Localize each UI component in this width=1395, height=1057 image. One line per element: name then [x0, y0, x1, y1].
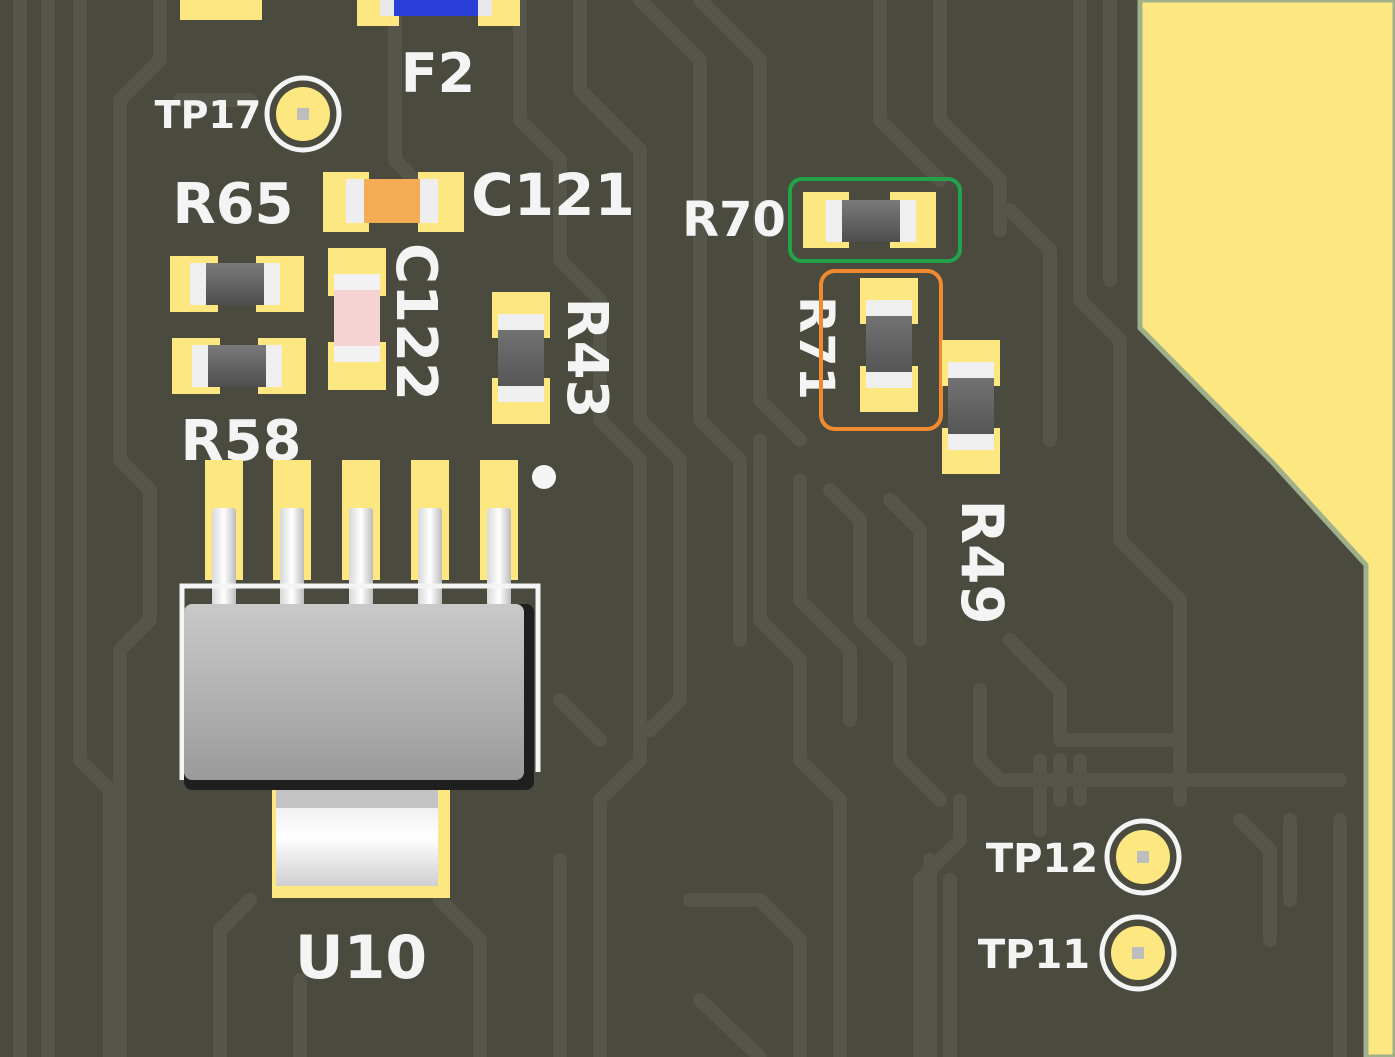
resistor-r70[interactable]: [803, 192, 936, 248]
u10-lead-2: [280, 508, 304, 606]
tp17-label: TP17: [155, 93, 262, 137]
capacitor-c121[interactable]: [323, 172, 464, 232]
r70-highlight-box: [788, 177, 962, 263]
r70-label: R70: [682, 192, 786, 248]
resistor-r71[interactable]: [860, 278, 918, 412]
r65-term-left: [190, 263, 206, 305]
r49-term-top: [948, 362, 994, 378]
r49-label: R49: [948, 499, 1016, 624]
r65-body: [190, 263, 280, 305]
r71-label: R71: [788, 296, 844, 400]
f2-label: F2: [401, 42, 475, 105]
r71-body: [866, 300, 912, 388]
u10-lead-5: [487, 508, 511, 606]
tp11-via: [1132, 947, 1144, 959]
c121-term-left: [346, 179, 364, 223]
r43-term-bottom: [498, 386, 544, 402]
f2-body: [380, 0, 492, 16]
c122-body: [334, 274, 380, 362]
u10-lead-3: [349, 508, 373, 606]
capacitor-c122[interactable]: [328, 248, 386, 390]
r58-body: [192, 345, 282, 387]
testpoint-tp11[interactable]: [1099, 914, 1177, 992]
c121-label: C121: [471, 161, 635, 229]
c122-label: C122: [383, 243, 448, 401]
r71-term-bottom: [866, 372, 912, 388]
tp11-label: TP11: [978, 932, 1090, 978]
c122-term-bottom: [334, 346, 380, 362]
resistor-r58[interactable]: [172, 338, 306, 394]
r70-term-left: [826, 200, 842, 242]
resistor-r65[interactable]: [170, 256, 304, 312]
r43-label: R43: [554, 297, 619, 418]
tp12-via: [1137, 851, 1149, 863]
tp17-via: [297, 108, 309, 120]
r71-term-top: [866, 300, 912, 316]
u10-lead-1: [212, 508, 236, 606]
r49-body: [948, 362, 994, 450]
c122-term-top: [334, 274, 380, 290]
r49-term-bottom: [948, 434, 994, 450]
r43-body: [498, 314, 544, 402]
testpoint-tp17[interactable]: [264, 75, 342, 153]
tp17-ring: [264, 75, 342, 153]
resistor-r43[interactable]: [492, 292, 550, 424]
fuse-f2[interactable]: [357, 0, 520, 26]
tp12-ring: [1104, 818, 1182, 896]
resistor-r49[interactable]: [942, 340, 1000, 474]
pin1-marker: [532, 465, 556, 489]
ic-u10[interactable]: [179, 460, 541, 898]
u10-tab-shade: [276, 790, 438, 808]
u10-label: U10: [295, 923, 427, 993]
u10-lead-4: [418, 508, 442, 606]
u10-body-top: [184, 604, 524, 780]
r58-term-left: [192, 345, 208, 387]
r65-term-right: [264, 263, 280, 305]
testpoint-tp12[interactable]: [1104, 818, 1182, 896]
copper-pour: [1137, 0, 1395, 1057]
tp11-ring: [1099, 914, 1177, 992]
copper-traces: [13, 0, 1347, 1057]
pad-top-left: [180, 0, 262, 20]
r65-label: R65: [172, 172, 293, 237]
f2-cap-left: [380, 0, 394, 16]
tp12-label: TP12: [986, 836, 1098, 882]
r70-body: [826, 200, 916, 242]
r71-highlight-box: [819, 269, 943, 431]
r43-term-top: [498, 314, 544, 330]
c121-term-right: [420, 179, 438, 223]
c121-body: [346, 179, 438, 223]
r58-term-right: [266, 345, 282, 387]
f2-cap-right: [478, 0, 492, 16]
r70-term-right: [900, 200, 916, 242]
